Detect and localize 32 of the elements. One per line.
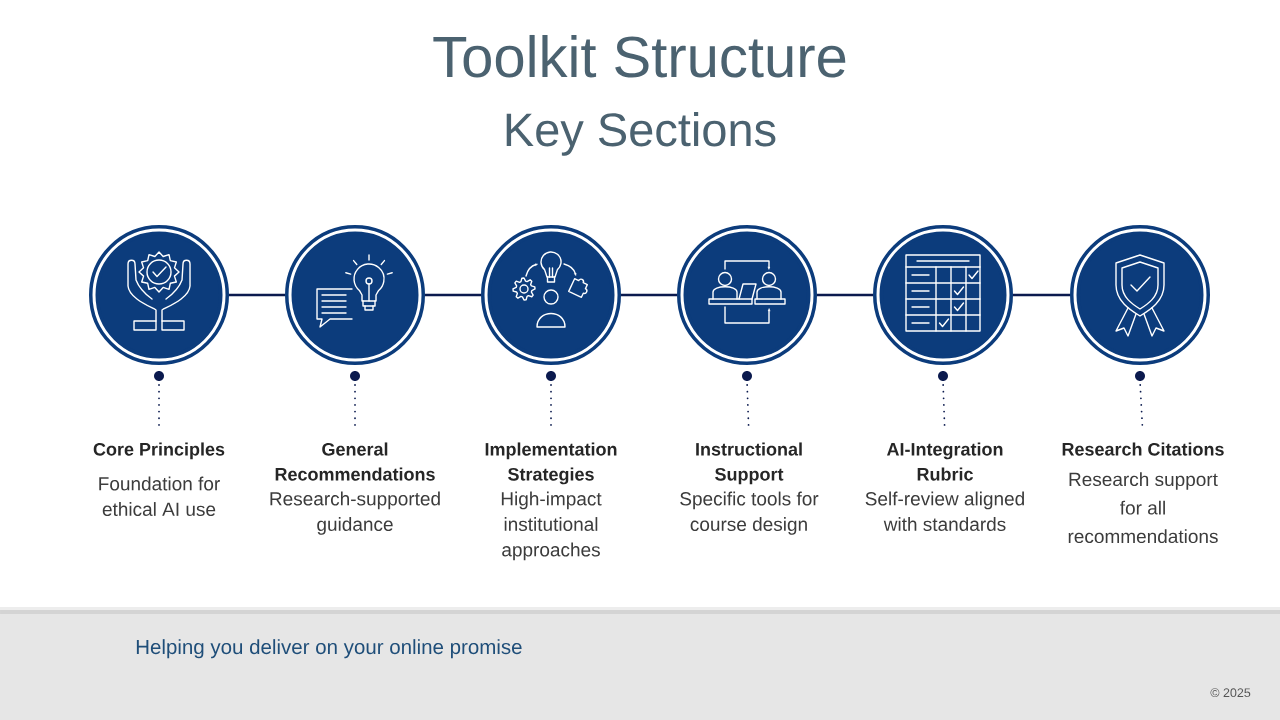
copyright-notice: © 2025 [1210,688,1251,698]
connector-line [229,293,285,297]
section-heading: Instructional Support [696,442,802,485]
subtitle: Key Sections [506,111,776,156]
section-heading: AI-Integration Rubric [886,442,1003,481]
connector-line [817,293,873,297]
icon-circle [285,225,425,365]
dotted-leader-line [550,384,552,426]
tagline: Helping you deliver on your online promise [136,639,522,659]
dotted-leader-line [354,384,356,426]
icon-circle [677,225,817,365]
icon-circle [89,225,229,365]
icon-circle [481,225,621,365]
title: Toolkit Structure [433,34,846,78]
dotted-leader-line [942,384,946,426]
section-heading: General Recommendations [275,442,435,481]
section-description: Self-review aligned with standards [865,491,1024,531]
section-heading: Research Citations [1062,442,1224,456]
connector-line [1013,293,1070,297]
section-heading: Implementation Strategies [485,442,617,485]
dotted-leader-line [1139,384,1144,426]
section-description: Research-supported guidance [270,491,440,535]
dotted-leader-line [746,384,750,426]
section-heading: Core Principles [93,442,225,460]
connector-line [425,293,481,297]
section-description: Foundation for ethical AI use [99,476,220,516]
dotted-leader-line [158,384,160,426]
connector-line [621,293,677,297]
section-description: High-impact institutional approaches [501,491,602,561]
icon-circle [1070,225,1210,365]
section-description: Specific tools for course design [680,491,819,535]
section-description: Research support for all recommendations [1068,472,1218,544]
